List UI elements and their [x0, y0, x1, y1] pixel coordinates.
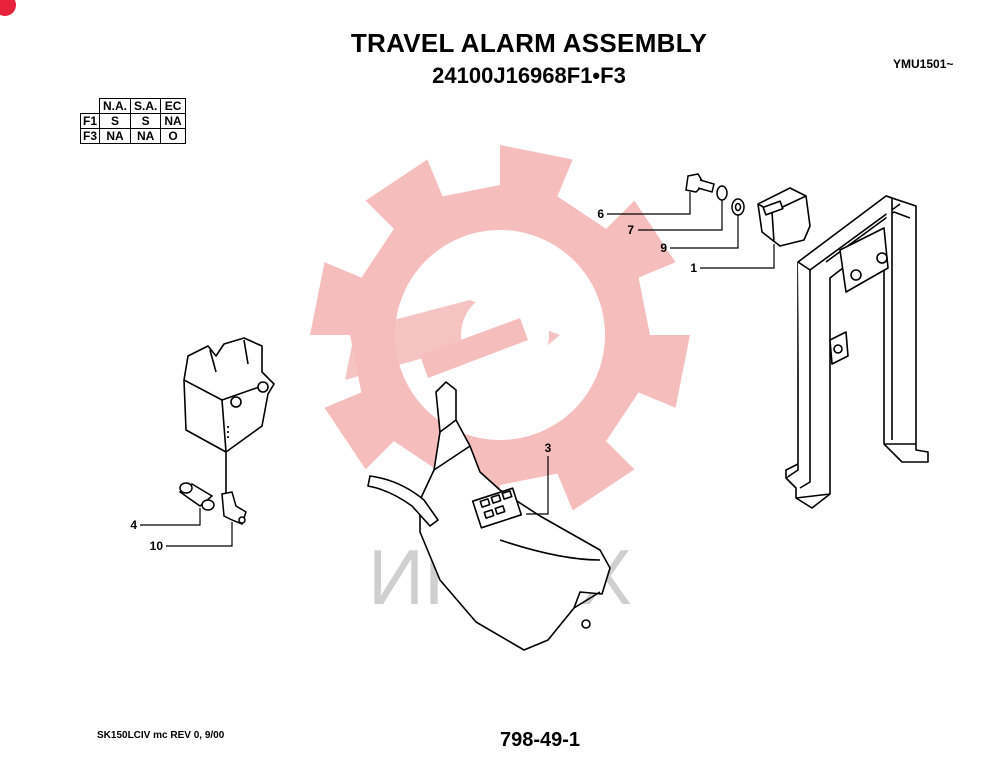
table-header-row: N.A. S.A. EC: [81, 98, 186, 114]
travel-alarm-bracket: [757, 187, 811, 247]
table-cell: O: [160, 128, 186, 144]
mounting-frame: [785, 195, 929, 509]
page-title: TRAVEL ALARM ASSEMBLY: [350, 28, 708, 58]
table-row: F3 NA NA O: [79, 128, 186, 144]
document-reference: SK150LCIV mc REV 0, 9/00: [97, 730, 225, 741]
applicability-table: N.A. S.A. EC F1 S S NA F3 NA NA O: [79, 98, 186, 144]
leader-lines: [140, 192, 775, 547]
switch-fittings: [178, 482, 247, 525]
travel-lever: [367, 381, 611, 651]
column-header: EC: [160, 98, 186, 114]
table-cell: NA: [160, 113, 186, 129]
watermark-gear-icon: [310, 145, 690, 525]
alarm-unit: [183, 337, 275, 494]
serial-range: YMU1501~: [893, 57, 954, 71]
table-cell: NA: [130, 128, 162, 144]
callout-7: 7: [627, 223, 634, 237]
callout-6: 6: [597, 207, 604, 221]
row-label: F3: [79, 128, 101, 144]
callout-4: 4: [130, 518, 137, 532]
brand-mark-icon: [0, 0, 16, 16]
page-number: 798-49-1: [500, 729, 581, 751]
part-number: 24100J16968F1•F3: [432, 63, 626, 88]
callout-10: 10: [150, 539, 164, 553]
row-label: F1: [79, 113, 101, 129]
callout-1: 1: [690, 261, 697, 275]
callout-9: 9: [660, 241, 667, 255]
table-cell: NA: [99, 128, 132, 144]
callout-3: 3: [545, 441, 552, 455]
bolt-and-washers: [685, 173, 745, 216]
